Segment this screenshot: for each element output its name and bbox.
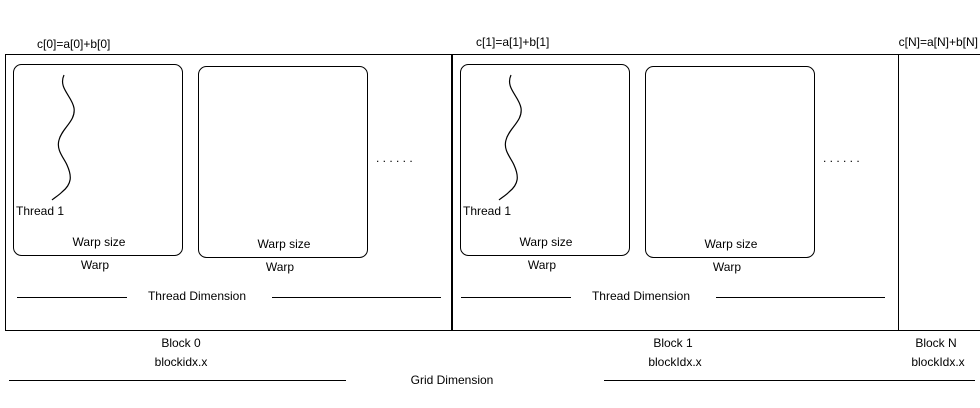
block-0-index: blockidx.x [155, 355, 208, 369]
block-0-warp-1-box [13, 64, 183, 256]
block-0-frame [5, 54, 452, 331]
block-1-thread-dimension: Thread Dimension [592, 289, 690, 303]
block-0-ellipsis: . . . . . . [376, 151, 413, 165]
block-0-name: Block 0 [161, 336, 201, 350]
block-1-warp-2-label: Warp [713, 260, 742, 274]
block-n-formula: c[N]=a[N]+b[N] [899, 35, 978, 49]
block-1-thread-label: Thread 1 [463, 204, 511, 218]
block-1-index: blockIdx.x [648, 355, 701, 369]
block-1-warp-1-label: Warp [528, 258, 557, 272]
block-1-warp-2-size: Warp size [705, 237, 758, 251]
block-0-thread-dimension: Thread Dimension [148, 289, 246, 303]
block-n-index: blockIdx.x [911, 355, 964, 369]
block-1-warp-2-box [645, 66, 815, 258]
grid-dimension: Grid Dimension [411, 373, 494, 387]
block-1-ellipsis: . . . . . . [823, 151, 860, 165]
block-1-warp-1-box [460, 64, 630, 256]
block-0-warp-2-box [198, 66, 368, 258]
block-1-frame [452, 54, 899, 331]
block-n: c[N]=a[N]+b[N] Block N blockIdx.x [898, 35, 980, 369]
block-1-formula: c[1]=a[1]+b[1] [476, 35, 549, 49]
block-1-thread-squiggle [498, 74, 522, 201]
block-n-name: Block N [915, 336, 956, 350]
block-0-warp-2-size: Warp size [258, 237, 311, 251]
block-0-warp-2-label: Warp [266, 260, 295, 274]
block-0-formula: c[0]=a[0]+b[0] [37, 37, 110, 51]
block-0-thread-squiggle [51, 74, 75, 201]
block-0-thread-label: Thread 1 [16, 204, 64, 218]
block-1-warp-1-size: Warp size [520, 235, 573, 249]
block-0: c[0]=a[0]+b[0] Thread 1 Warp size Warp W… [5, 37, 452, 369]
block-0-warp-1-label: Warp [81, 258, 110, 272]
block-0-warp-1-size: Warp size [73, 235, 126, 249]
block-1-name: Block 1 [653, 336, 693, 350]
block-1: c[1]=a[1]+b[1] Thread 1 Warp size Warp W… [452, 35, 899, 369]
